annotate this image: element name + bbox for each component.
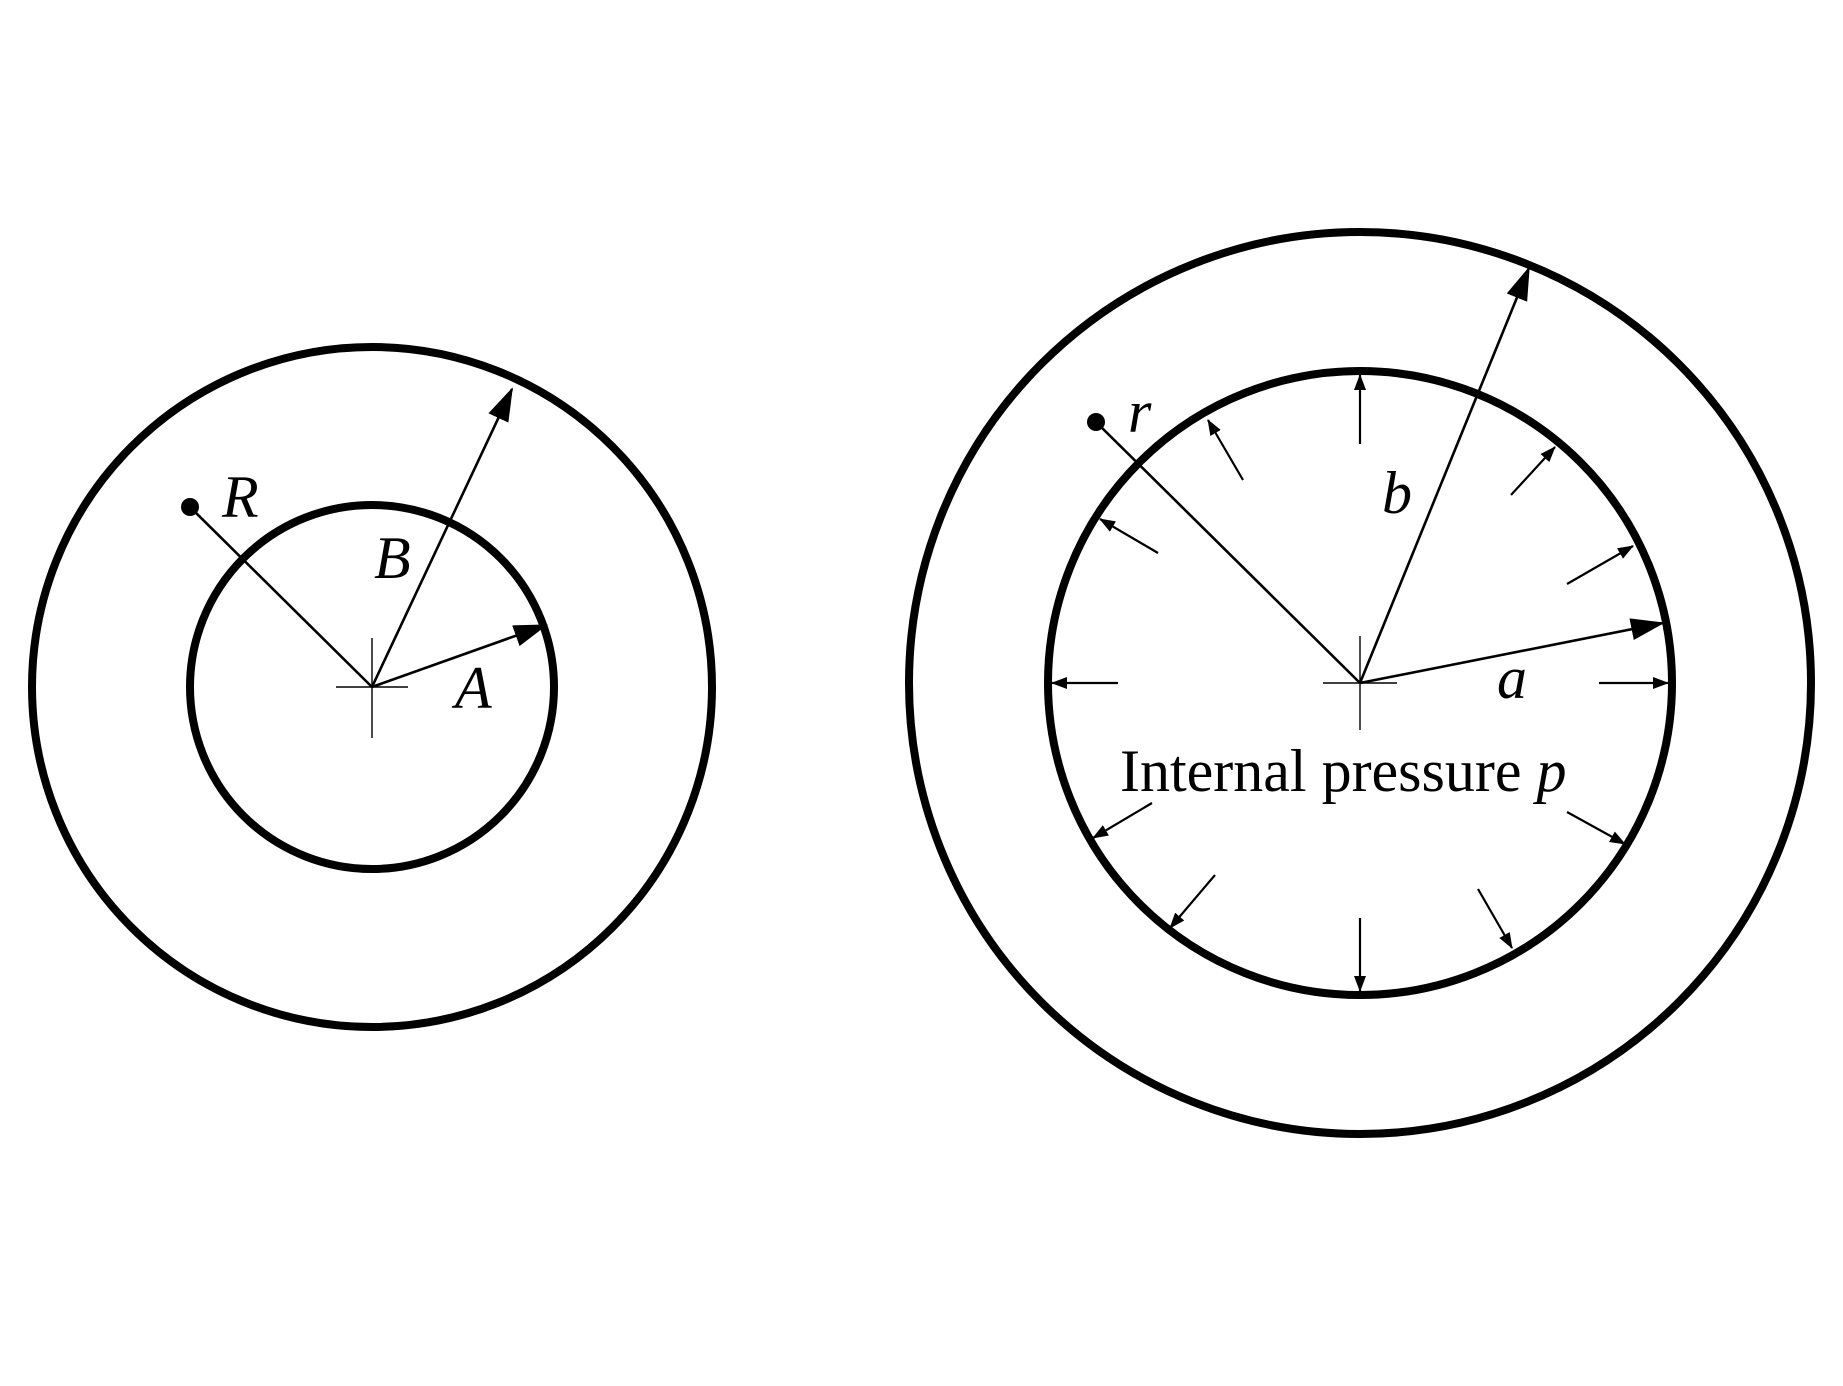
left-cylinder: R B A [28, 343, 716, 1031]
label-r: r [1128, 379, 1152, 445]
label-A: A [451, 655, 492, 721]
pressure-arrow [1477, 888, 1513, 949]
right-point-r-dot [1087, 413, 1105, 431]
caption-text: Internal pressure [1120, 738, 1521, 804]
left-radius-A-arrow [371, 623, 548, 689]
left-radius-B-arrow [370, 387, 514, 688]
pressure-arrow [1566, 545, 1634, 585]
right-outer-boundary [905, 228, 1815, 1138]
left-radius-R-line [189, 506, 373, 688]
pressure-arrow [1207, 419, 1244, 481]
right-radius-a-arrow [1359, 618, 1665, 685]
right-radius-r-line [1095, 421, 1361, 684]
right-cylinder: r b a Internal pressure p [905, 228, 1815, 1138]
pressure-arrows [1051, 374, 1669, 992]
right-inner-boundary [1044, 367, 1676, 999]
pressure-arrow [1566, 811, 1626, 845]
pressure-arrow [1510, 446, 1556, 496]
left-point-R-dot [181, 498, 199, 516]
label-B: B [374, 525, 411, 591]
left-outer-boundary [28, 343, 716, 1031]
left-inner-boundary [186, 501, 558, 873]
pressure-arrow [1092, 802, 1153, 839]
caption-variable: p [1532, 738, 1566, 804]
pressure-arrow [1099, 518, 1159, 554]
right-radius-b-arrow [1358, 266, 1531, 684]
label-a: a [1497, 645, 1527, 711]
label-b: b [1382, 460, 1412, 526]
pressure-arrow [1169, 874, 1216, 929]
label-R: R [221, 464, 259, 530]
internal-pressure-caption: Internal pressure p [1120, 738, 1566, 804]
